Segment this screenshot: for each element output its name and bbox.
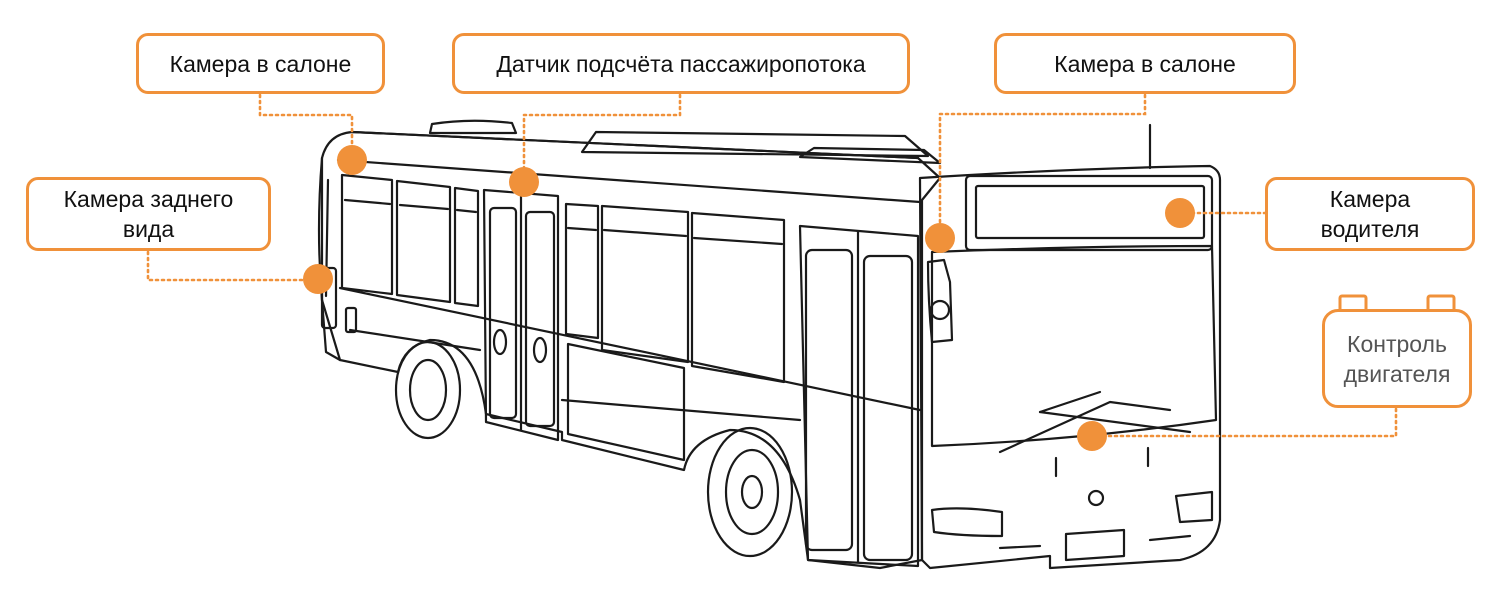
leader-cabin-cam-left xyxy=(258,93,354,160)
label-engine-control-line1: Контроль xyxy=(1347,330,1447,357)
marker-cabin-cam-right xyxy=(925,223,955,253)
leader-cabin-cam-right xyxy=(938,93,1147,238)
label-engine-control-line2: двигателя xyxy=(1343,360,1451,387)
front-wheel xyxy=(706,426,794,558)
marker-cabin-cam-left xyxy=(337,145,367,175)
bus-side-outline xyxy=(320,130,942,570)
mirror xyxy=(926,258,954,344)
label-passenger-counter: Датчик подсчёта пассажиропотока xyxy=(452,33,910,94)
middle-door xyxy=(482,188,560,442)
label-engine-control: Контроль двигателя xyxy=(1322,309,1472,408)
windshield xyxy=(930,244,1218,448)
leader-engine xyxy=(1090,407,1398,438)
rear-wheel xyxy=(394,340,462,440)
label-driver-camera: Камера водителя xyxy=(1265,177,1475,251)
wiper xyxy=(998,400,1192,454)
marker-engine xyxy=(1077,421,1107,451)
leader-rear-cam xyxy=(146,250,320,282)
label-rear-camera-line1: Камера заднего xyxy=(63,186,234,212)
roof-ac-unit-front xyxy=(798,146,942,165)
label-driver-camera-line1: Камера xyxy=(1329,186,1411,212)
label-cabin-camera-right: Камера в салоне xyxy=(994,33,1296,94)
marker-driver-cam xyxy=(1165,198,1195,228)
leader-passenger-sensor xyxy=(522,93,682,182)
label-cabin-camera-right-text: Камера в салоне xyxy=(1054,50,1236,77)
label-rear-camera: Камера заднего вида xyxy=(26,177,271,251)
label-rear-camera-line2: вида xyxy=(122,216,175,242)
label-passenger-counter-text: Датчик подсчёта пассажиропотока xyxy=(496,50,866,77)
label-cabin-camera-left-text: Камера в салоне xyxy=(169,50,352,77)
marker-passenger-sensor xyxy=(509,167,539,197)
bus-front-face xyxy=(918,164,1222,570)
label-cabin-camera-left: Камера в салоне xyxy=(136,33,385,94)
roof-ac-unit-rear xyxy=(428,119,518,135)
marker-rear-cam xyxy=(303,264,333,294)
roof-ac-unit-middle xyxy=(580,130,930,158)
label-driver-camera-line2: водителя xyxy=(1320,216,1420,242)
